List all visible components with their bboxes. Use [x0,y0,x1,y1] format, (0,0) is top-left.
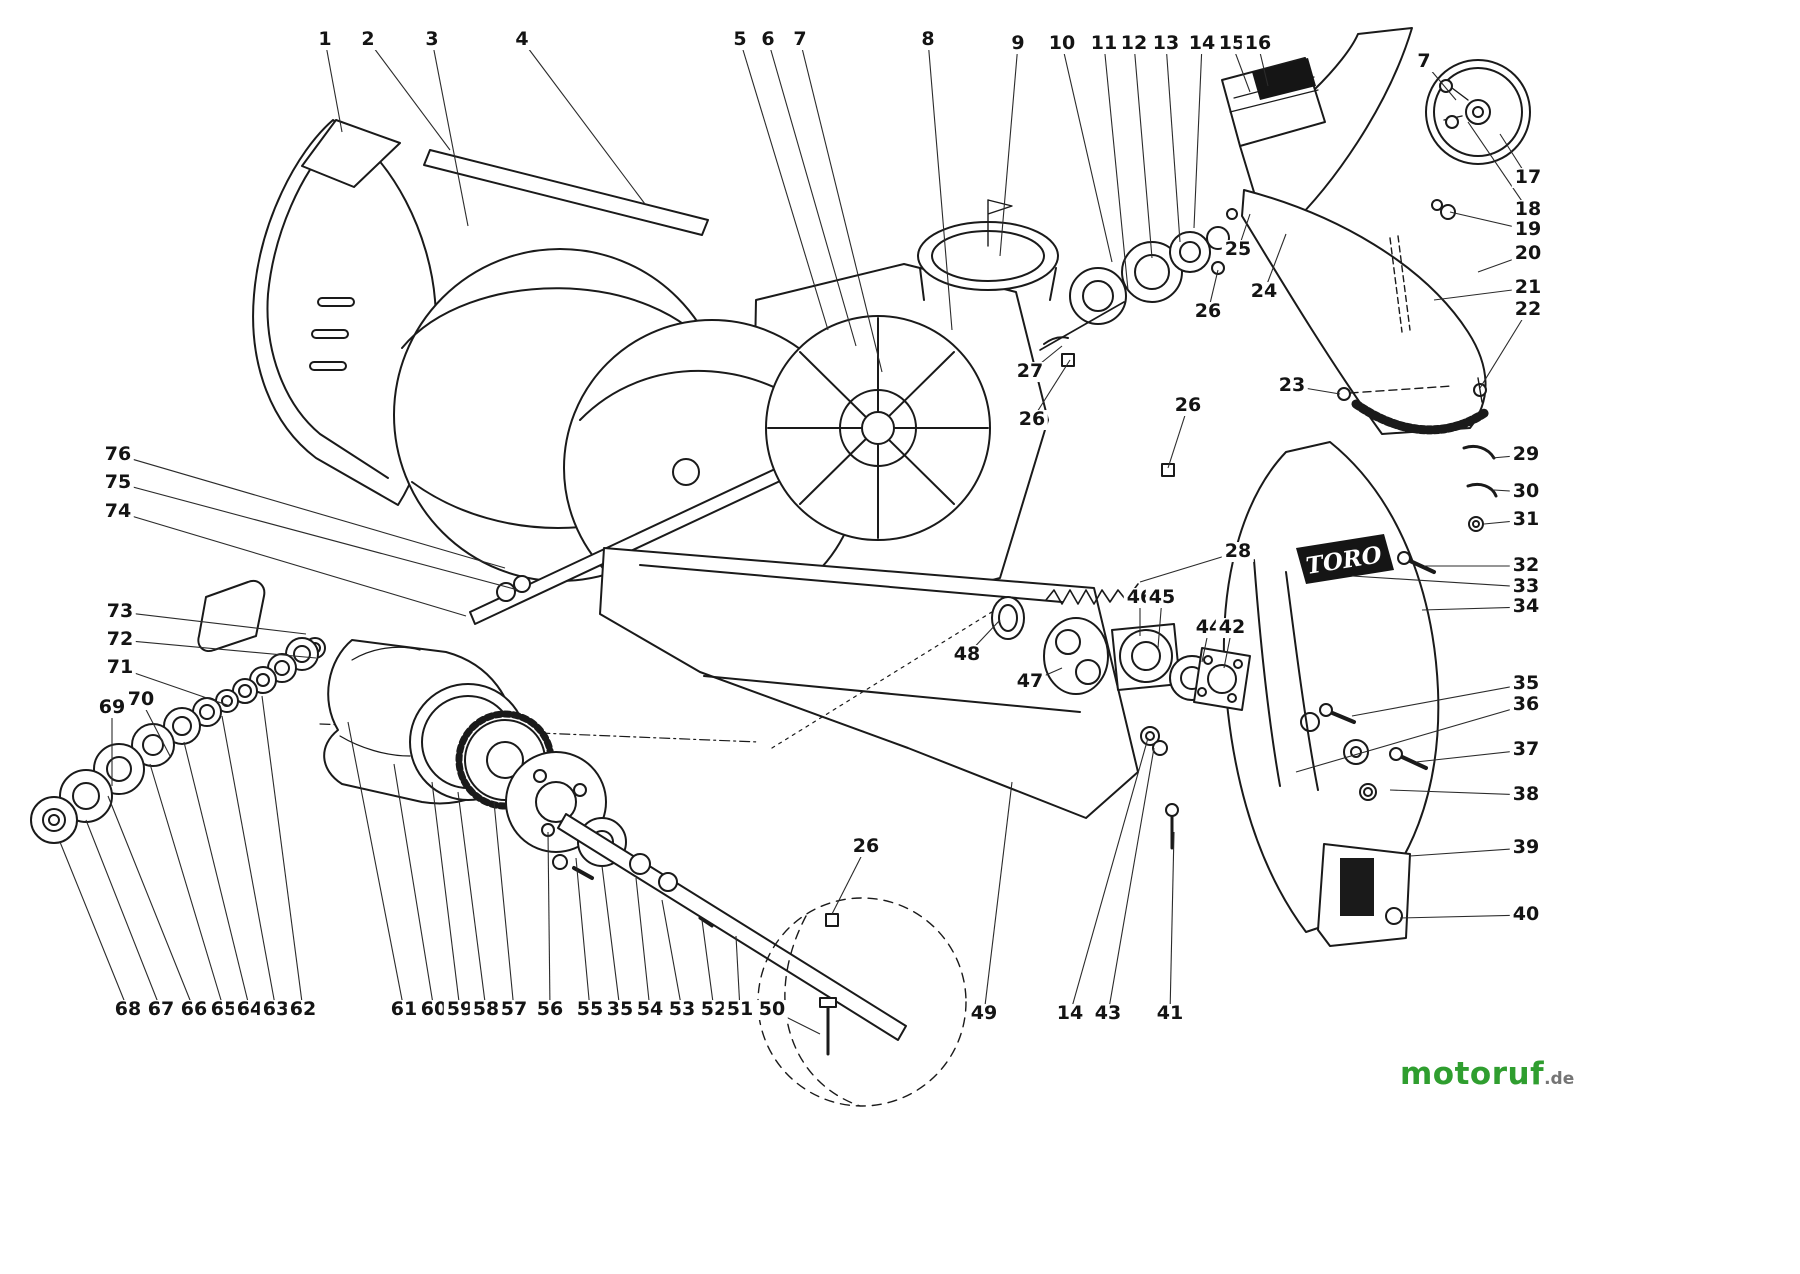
leader-line [324,39,343,133]
leader-line [1477,253,1529,273]
leader-line [59,841,129,1011]
watermark: motoruf.de [1400,1056,1574,1092]
leader-line [393,763,435,1011]
leader-line [1291,385,1341,395]
leader-line [119,639,317,659]
leader-line [457,791,487,1011]
leader-line [799,39,883,373]
leader-line [183,741,251,1011]
impeller [766,316,990,540]
tension-spring [1046,584,1138,604]
leader-line [635,877,651,1011]
leader-line [1433,287,1529,301]
toro-logo: TORO [1296,534,1394,584]
chute-collar [918,200,1058,300]
leader-line [547,831,551,1011]
leader-line [1449,211,1529,231]
leader-line [1169,831,1175,1015]
handle-assembly [1212,28,1412,274]
leader-line [1409,847,1527,857]
leader-line [221,715,277,1011]
leader-line [1069,737,1149,1015]
leader-line [149,763,225,1011]
leader-line [117,454,506,569]
leader-line [1399,914,1527,919]
leader-line [431,781,461,1011]
leader-line [1107,747,1155,1015]
leader-line [367,39,451,151]
leader-line [1351,575,1527,588]
leader-line [261,695,304,1011]
leader-line [1493,489,1527,493]
leader-line [983,781,1013,1015]
leader-line [1103,43,1129,291]
leader-line [1295,704,1527,773]
leader-line [999,43,1019,257]
leader-lines [59,39,1529,1035]
leader-line [1167,405,1189,469]
leader-line [1207,269,1219,313]
leader-line [1061,43,1113,263]
leader-line [1479,309,1529,389]
leader-line [767,39,857,347]
leader-line [661,899,683,1011]
leader-line [1133,43,1153,259]
leader-line [1467,121,1529,211]
leader-line [1193,43,1203,229]
leader-line [117,511,467,617]
leader-line [601,865,621,1011]
shaft-parts-chain [31,581,325,843]
leader-line [1351,683,1527,717]
leader-line [575,857,591,1011]
leader-line [1165,43,1181,243]
axle-shaft [558,814,906,1054]
leader-line [1415,749,1527,763]
leader-line [119,611,307,635]
leader-line [1421,606,1527,611]
leader-line [831,846,867,915]
leader-line [85,819,162,1011]
leader-line [927,39,953,331]
gearbox [324,640,626,878]
leader-line [1029,345,1063,373]
leader-line [521,39,646,205]
leader-line [107,795,195,1011]
auger-side-plate-left [253,120,437,505]
discharge-chute [1242,190,1486,434]
control-rod [1040,302,1124,350]
leader-line [771,1009,821,1035]
leader-line [493,801,515,1011]
leader-line [739,39,829,331]
leader-line [431,39,469,227]
plate-bolts [1166,446,1496,848]
leader-line [735,935,741,1011]
leader-line [1031,359,1071,421]
leader-line [117,482,519,591]
bearing-housings [992,597,1250,710]
leader-line [347,721,405,1011]
bearing-flange-stack [1070,209,1237,324]
wheel [1426,60,1530,219]
mounting-bracket [1318,844,1410,946]
watermark-brand: motoruf [1400,1056,1545,1092]
leader-line [1139,551,1239,583]
watermark-suffix: .de [1544,1069,1575,1089]
leader-line [119,667,231,707]
leader-line [1483,519,1527,525]
scraper-bar [424,150,708,235]
leader-line [1389,789,1527,796]
leader-line [701,919,715,1011]
leader-line [1491,454,1527,459]
